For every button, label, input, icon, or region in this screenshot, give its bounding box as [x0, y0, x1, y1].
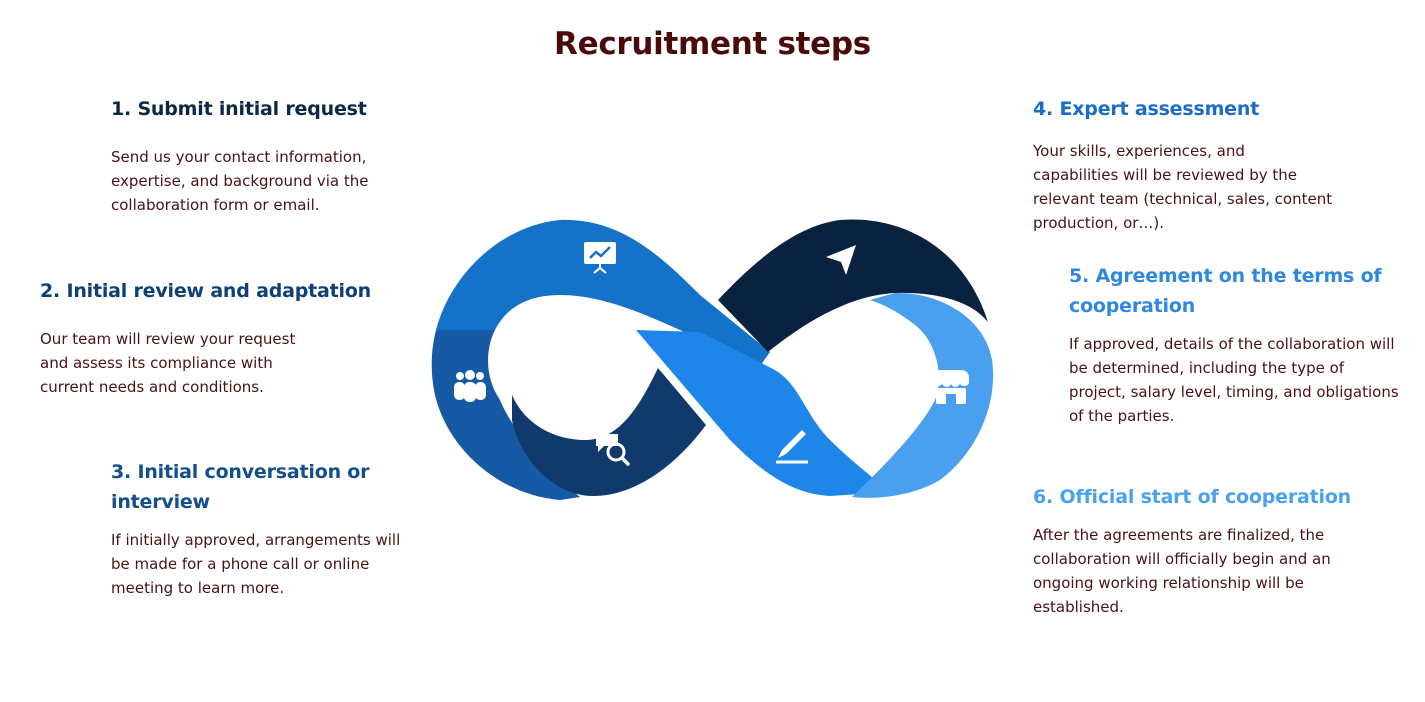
step-3-heading: 3. Initial conversation or interview	[111, 461, 370, 513]
step-3: 3. Initial conversation or interview If …	[111, 457, 401, 600]
segment-presentation	[436, 219, 770, 366]
step-4-heading: 4. Expert assessment	[1033, 98, 1260, 120]
infinity-diagram	[431, 219, 994, 500]
step-1: 1. Submit initial request Send us your c…	[111, 94, 411, 217]
step-6: 6. Official start of cooperation After t…	[1033, 482, 1373, 619]
segment-storefront	[852, 292, 994, 498]
step-2-heading: 2. Initial review and adaptation	[40, 280, 371, 302]
step-1-heading: 1. Submit initial request	[111, 98, 367, 120]
paper-plane-icon	[826, 245, 856, 275]
pen-edit-icon	[776, 430, 808, 464]
storefront-icon	[933, 370, 969, 404]
segment-chat-search	[512, 368, 706, 497]
step-5-description: If approved, details of the collaboratio…	[1069, 335, 1399, 425]
step-6-description: After the agreements are finalized, the …	[1033, 526, 1331, 616]
chat-search-icon	[596, 434, 630, 466]
step-6-heading: 6. Official start of cooperation	[1033, 486, 1352, 508]
step-2: 2. Initial review and adaptation Our tea…	[40, 276, 380, 399]
team-group-icon	[454, 370, 486, 402]
step-5-heading: 5. Agreement on the terms of cooperation	[1069, 265, 1382, 317]
step-1-description: Send us your contact information, expert…	[111, 148, 369, 214]
step-4-description: Your skills, experiences, and capabiliti…	[1033, 142, 1333, 232]
segment-pen	[636, 330, 890, 496]
step-5: 5. Agreement on the terms of cooperation…	[1069, 261, 1399, 428]
segment-paper-plane	[718, 219, 988, 352]
page-title: Recruitment steps	[554, 26, 871, 62]
step-4: 4. Expert assessment Your skills, experi…	[1033, 94, 1333, 235]
step-3-description: If initially approved, arrangements will…	[111, 531, 401, 597]
presentation-chart-icon	[584, 242, 616, 274]
step-2-description: Our team will review your request and as…	[40, 330, 296, 396]
